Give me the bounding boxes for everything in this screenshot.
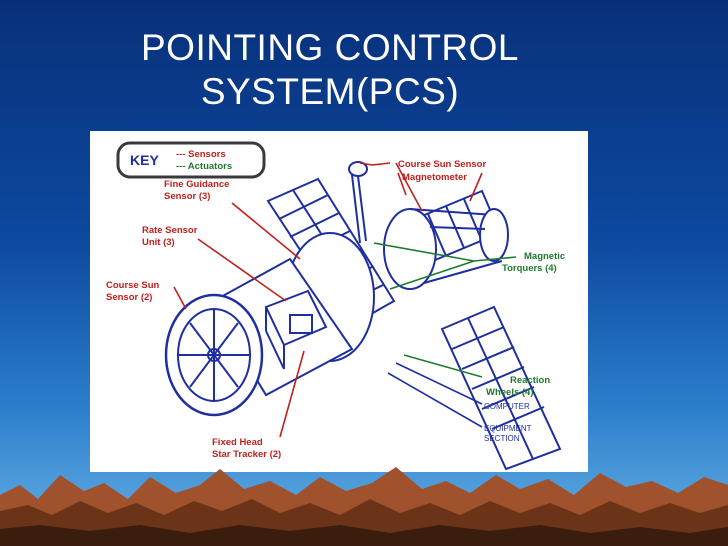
label-course-sun-left-line-1: Course Sun xyxy=(106,280,160,291)
label-equipment-line-1: EQUIPMENT xyxy=(484,424,532,433)
leader-course-sun-left xyxy=(173,286,187,310)
label-magnetic-torquers-line-1: Magnetic xyxy=(524,251,565,262)
label-course-sun-left-line-2: Sensor (2) xyxy=(106,292,152,303)
main-body xyxy=(164,232,375,417)
mountains-decoration xyxy=(0,467,728,546)
leader-equipment xyxy=(387,372,483,428)
label-equipment-line-2: SECTION xyxy=(484,434,520,443)
label-magnetic-torquers-line-2: Torquers (4) xyxy=(502,263,557,274)
label-fine-guidance-line-2: Sensor (3) xyxy=(164,191,210,202)
leader-lines xyxy=(173,162,517,438)
key-actuators-label: --- Actuators xyxy=(176,161,232,172)
label-reaction-wheels-line-2: Wheels (4) xyxy=(486,387,534,398)
label-rate-sensor-line-1: Rate Sensor xyxy=(142,225,198,236)
key-sensors-label: --- Sensors xyxy=(176,149,226,160)
label-magnetometer: Magnetometer xyxy=(402,172,467,183)
key-box: KEY --- Sensors --- Actuators xyxy=(116,141,266,179)
key-title: KEY xyxy=(130,152,159,168)
label-reaction-wheels-line-1: Reaction xyxy=(510,375,550,386)
label-fixed-head-line-2: Star Tracker (2) xyxy=(212,449,281,460)
leader-fixed-head xyxy=(279,350,305,438)
satellite-diagram: KEY --- Sensors --- Actuators xyxy=(90,131,588,472)
diagram-svg: KEY --- Sensors --- Actuators xyxy=(106,141,565,471)
leader-magnetometer xyxy=(469,172,483,202)
solar-array-lower xyxy=(440,305,562,471)
antenna-dish xyxy=(348,161,368,244)
satellite-structure xyxy=(164,161,562,471)
label-computer: COMPUTER xyxy=(484,402,530,411)
leader-magnetic-torquers-2 xyxy=(389,260,475,290)
leader-rate-sensor xyxy=(197,238,287,302)
title-line-1: POINTING CONTROL xyxy=(140,27,520,68)
leader-computer xyxy=(395,362,483,405)
telescope-tube xyxy=(383,208,509,290)
leader-course-sun-top-2 xyxy=(395,162,423,212)
label-rate-sensor-line-2: Unit (3) xyxy=(142,237,175,248)
slide-title: POINTING CONTROL SYSTEM(PCS) xyxy=(120,26,540,114)
label-course-sun-top: Course Sun Sensor xyxy=(398,159,486,170)
leader-magnetometer-2 xyxy=(397,172,407,196)
title-line-2: SYSTEM(PCS) xyxy=(200,71,460,112)
leader-fine-guidance xyxy=(231,202,301,260)
leader-reaction-wheels xyxy=(403,354,483,378)
label-fixed-head-line-1: Fixed Head xyxy=(212,437,263,448)
star-tracker-box xyxy=(264,289,328,370)
leader-course-sun-top xyxy=(359,162,391,166)
label-fine-guidance-line-1: Fine Guidance xyxy=(164,179,229,190)
